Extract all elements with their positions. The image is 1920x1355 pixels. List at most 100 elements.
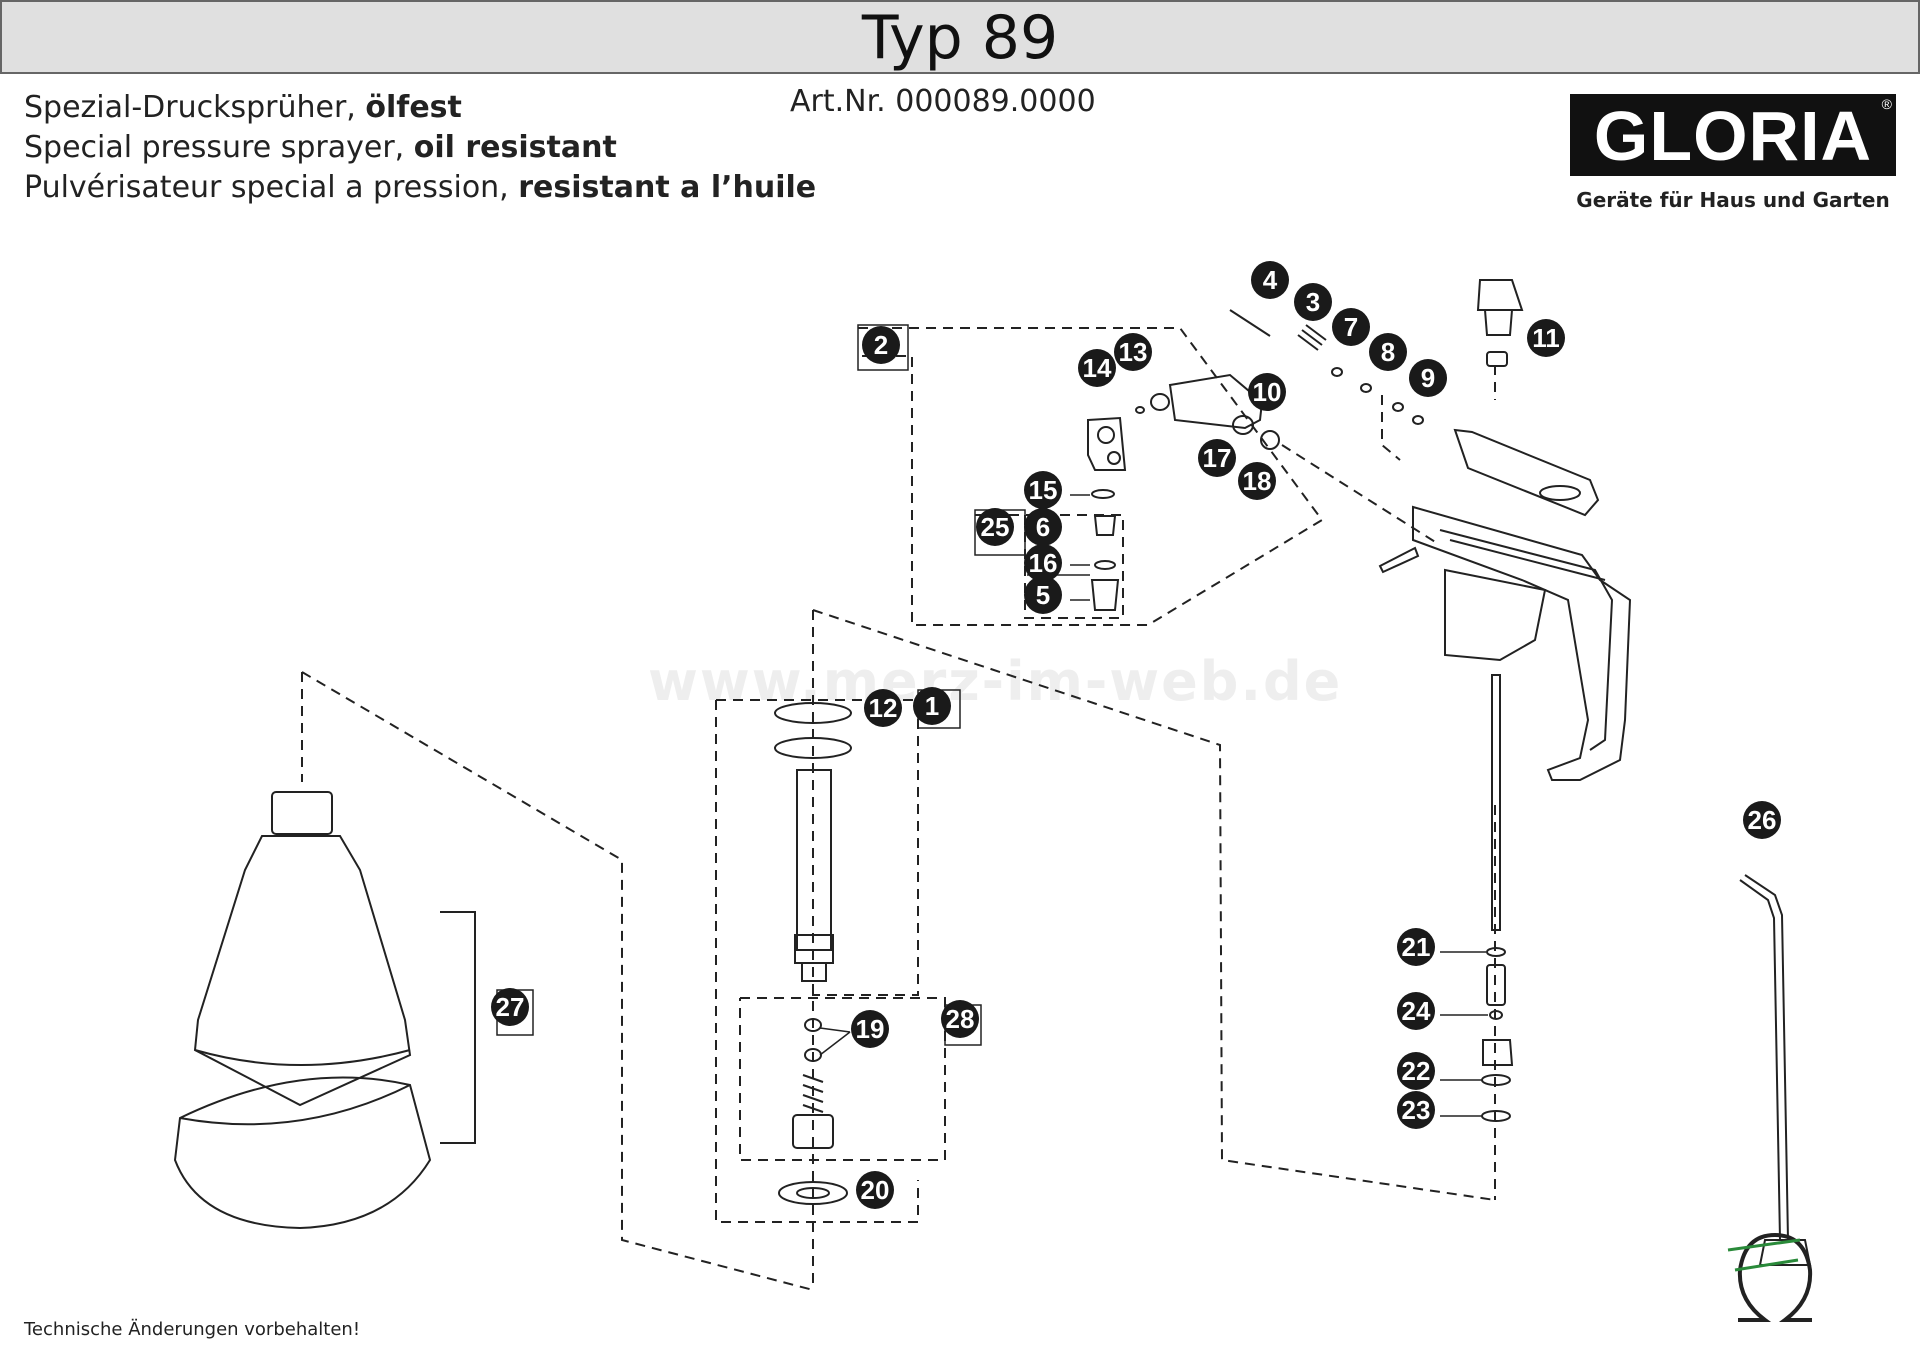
sprayer-head — [1378, 428, 1632, 781]
callout-13: 13 — [1114, 333, 1152, 371]
callout-14: 14 — [1078, 349, 1116, 387]
callout-circle — [1078, 349, 1116, 387]
callout-24: 24 — [1397, 992, 1435, 1030]
callout-10: 10 — [1248, 373, 1286, 411]
nipple-22 — [1482, 1039, 1514, 1066]
callout-2: 2 — [862, 326, 900, 364]
spring-3 — [1297, 324, 1327, 351]
callout-label: 19 — [856, 1014, 885, 1044]
callout-label: 2 — [874, 330, 888, 360]
callout-label: 6 — [1036, 512, 1050, 542]
callout-circle — [1743, 801, 1781, 839]
callout-9: 9 — [1409, 359, 1447, 397]
valve-parts — [1087, 279, 1524, 611]
callout-label: 13 — [1119, 337, 1148, 367]
pin — [1378, 546, 1420, 574]
callout-circle — [1024, 508, 1062, 546]
handle-lever — [1412, 505, 1632, 781]
title-french-bold: resistant a l’huile — [518, 170, 817, 205]
callout-circle — [862, 326, 900, 364]
title-german-text: Spezial-Drucksprüher, — [24, 90, 366, 125]
pump-cylinder — [774, 702, 852, 1205]
callout-circle — [1198, 439, 1236, 477]
article-number: Art.Nr. 000089.0000 — [790, 84, 1096, 119]
callout-7: 7 — [1332, 308, 1370, 346]
callout-label: 15 — [1029, 475, 1058, 505]
callout-17: 17 — [1198, 439, 1236, 477]
callout-label: 28 — [946, 1004, 975, 1034]
seal-12b — [774, 737, 852, 759]
callout-label: 26 — [1748, 805, 1777, 835]
callout-25: 25 — [976, 508, 1014, 546]
tube — [1744, 874, 1789, 1241]
callout-label: 3 — [1306, 287, 1320, 317]
pump-rod — [1481, 674, 1514, 1122]
callout-circle — [1527, 319, 1565, 357]
valve-body-10 — [1168, 373, 1264, 430]
guide-trigger — [1381, 395, 1401, 461]
callout-label: 12 — [869, 693, 898, 723]
spray-tube — [1739, 874, 1812, 1266]
callout-3: 3 — [1294, 283, 1332, 321]
callout-circle — [1024, 544, 1062, 582]
logo-registered: ® — [1881, 96, 1892, 112]
callouts: 1234567891011121314151617181920212223242… — [491, 261, 1781, 1209]
page-title: Typ 89 — [861, 3, 1059, 73]
watermark: www.merz-im-web.de — [648, 650, 1343, 713]
rod — [1491, 674, 1501, 931]
group-25-outline — [975, 514, 1124, 619]
callout-circle — [1397, 992, 1435, 1030]
callout-11: 11 — [1527, 319, 1565, 357]
valve-5 — [1090, 579, 1120, 611]
callout-circle — [856, 1171, 894, 1209]
omega-icon — [1727, 1232, 1813, 1322]
callout-12: 12 — [864, 689, 902, 727]
title-bar: Typ 89 — [0, 0, 1920, 74]
callout-28: 28 — [941, 1000, 979, 1038]
callout-label: 23 — [1402, 1095, 1431, 1125]
footer-note: Technische Änderungen vorbehalten! — [24, 1319, 361, 1340]
callout-label: 16 — [1029, 548, 1058, 578]
container-body — [193, 835, 412, 1107]
callout-circle — [1397, 1091, 1435, 1129]
callout-circle — [1397, 928, 1435, 966]
callout-15: 15 — [1024, 471, 1062, 509]
callout-label: 24 — [1402, 996, 1431, 1026]
callout-label: 10 — [1253, 377, 1282, 407]
bracket-27 — [440, 911, 476, 1144]
title-english: Special pressure sprayer, oil resistant — [24, 130, 617, 165]
callout-label: 14 — [1083, 353, 1112, 383]
title-german-bold: ölfest — [365, 90, 462, 125]
seal-12a — [774, 702, 852, 724]
logo-tagline: Geräte für Haus und Garten — [1576, 188, 1890, 212]
callout-label: 11 — [1532, 323, 1560, 353]
piston — [1486, 964, 1506, 1006]
callout-4: 4 — [1251, 261, 1289, 299]
callout-1: 1 — [913, 687, 951, 725]
callout-label: 7 — [1344, 312, 1358, 342]
cylinder-tube — [796, 769, 832, 951]
guide-container-right — [301, 671, 814, 1291]
rod-4 — [1229, 309, 1271, 337]
callout-label: 18 — [1243, 466, 1272, 496]
container-base — [173, 1076, 432, 1230]
logo-brand: GLORIA — [1593, 97, 1873, 175]
valve-6 — [1093, 515, 1117, 536]
callout-label: 25 — [981, 512, 1010, 542]
callout-circle — [851, 1010, 889, 1048]
callout-circle — [1114, 333, 1152, 371]
valve-housing — [1087, 416, 1127, 471]
valve-seat — [792, 1114, 834, 1149]
callout-circle — [1251, 261, 1289, 299]
callout-label: 5 — [1036, 580, 1050, 610]
callout-circle — [1024, 576, 1062, 614]
callout-label: 27 — [496, 992, 525, 1022]
callout-label: 4 — [1263, 265, 1278, 295]
title-french-text: Pulvérisateur special a pression, — [24, 170, 519, 205]
callout-27: 27 — [491, 988, 529, 1026]
washer-20 — [778, 1181, 848, 1205]
callout-16: 16 — [1024, 544, 1062, 582]
callout-21: 21 — [1397, 928, 1435, 966]
callout-20: 20 — [856, 1171, 894, 1209]
